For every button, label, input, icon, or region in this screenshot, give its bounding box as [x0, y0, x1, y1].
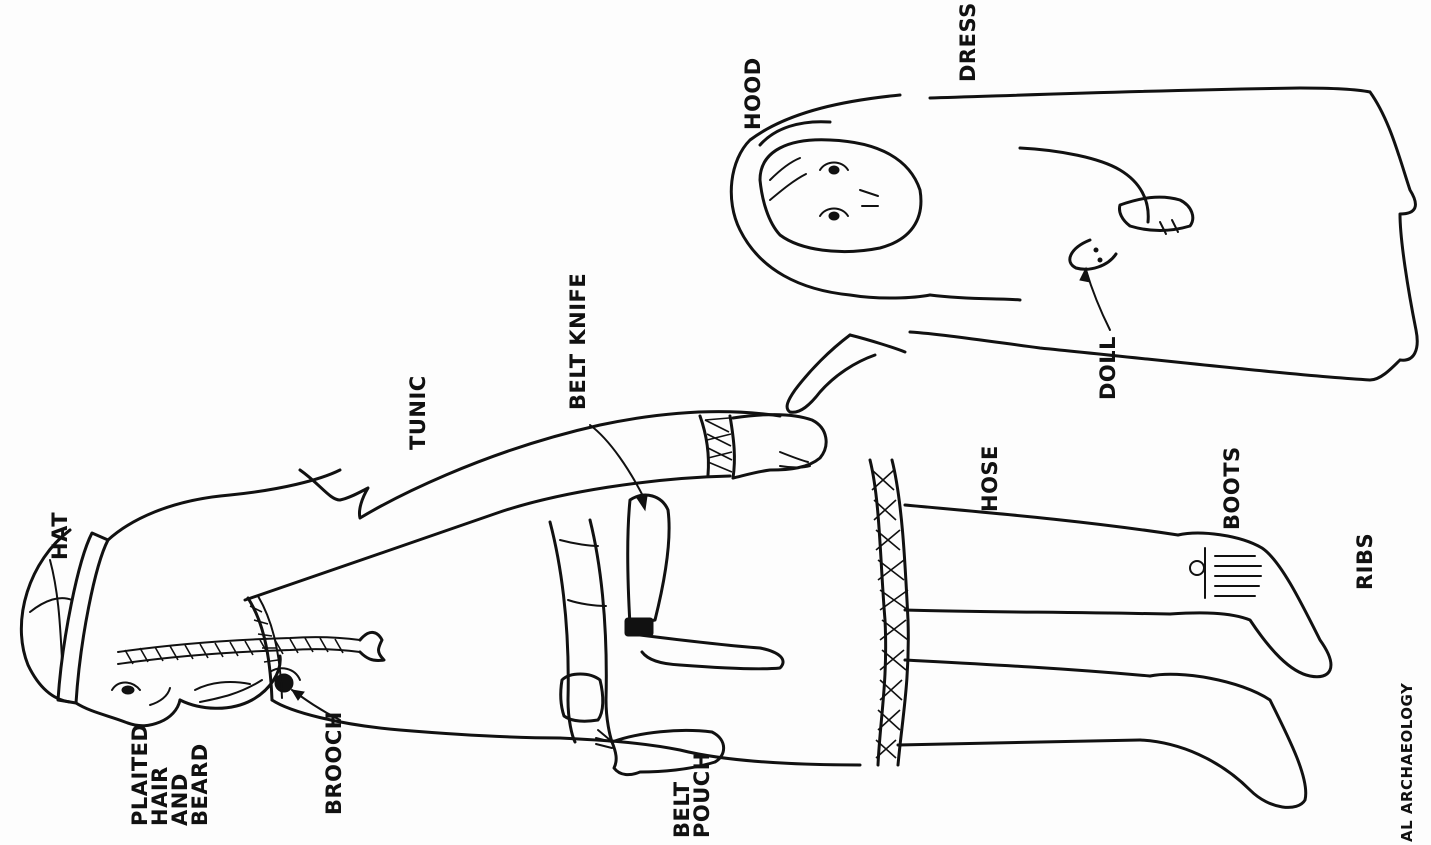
belt-knife: [625, 495, 783, 669]
label-boots: BOOTS: [1222, 446, 1242, 530]
label-belt-pouch: BELT POUCH: [672, 752, 712, 838]
dress: [910, 88, 1417, 380]
girl-figure: [731, 88, 1417, 412]
label-doll: DOLL: [1098, 336, 1118, 400]
label-dress: DRESS: [958, 2, 978, 82]
girl-face: [760, 140, 921, 252]
label-hose: HOSE: [980, 445, 1000, 512]
label-hood: HOOD: [743, 57, 763, 130]
label-belt-knife: BELT KNIFE: [568, 273, 588, 410]
boot-ribs: [1190, 548, 1261, 598]
label-hat: HAT: [50, 512, 70, 560]
man-eye: [122, 686, 134, 694]
tunic: [108, 412, 780, 540]
label-credit: AL ARCHAEOLOGY: [1400, 683, 1414, 842]
label-tunic: TUNIC: [408, 375, 428, 450]
man-figure: [21, 412, 1331, 808]
doll: [1070, 197, 1193, 269]
man-hand: [733, 415, 826, 479]
label-ribs: RIBS: [1355, 533, 1375, 590]
hose: [898, 505, 1178, 745]
label-plaited-hair-and-beard: PLAITED HAIR AND BEARD: [130, 724, 210, 826]
girl-arm: [787, 335, 875, 412]
man-face: [76, 700, 180, 726]
boots: [1140, 533, 1331, 807]
plaited-hair: [118, 632, 384, 664]
tunic-hem-trim: [870, 460, 908, 765]
label-brooch: BROOCH: [324, 711, 344, 815]
